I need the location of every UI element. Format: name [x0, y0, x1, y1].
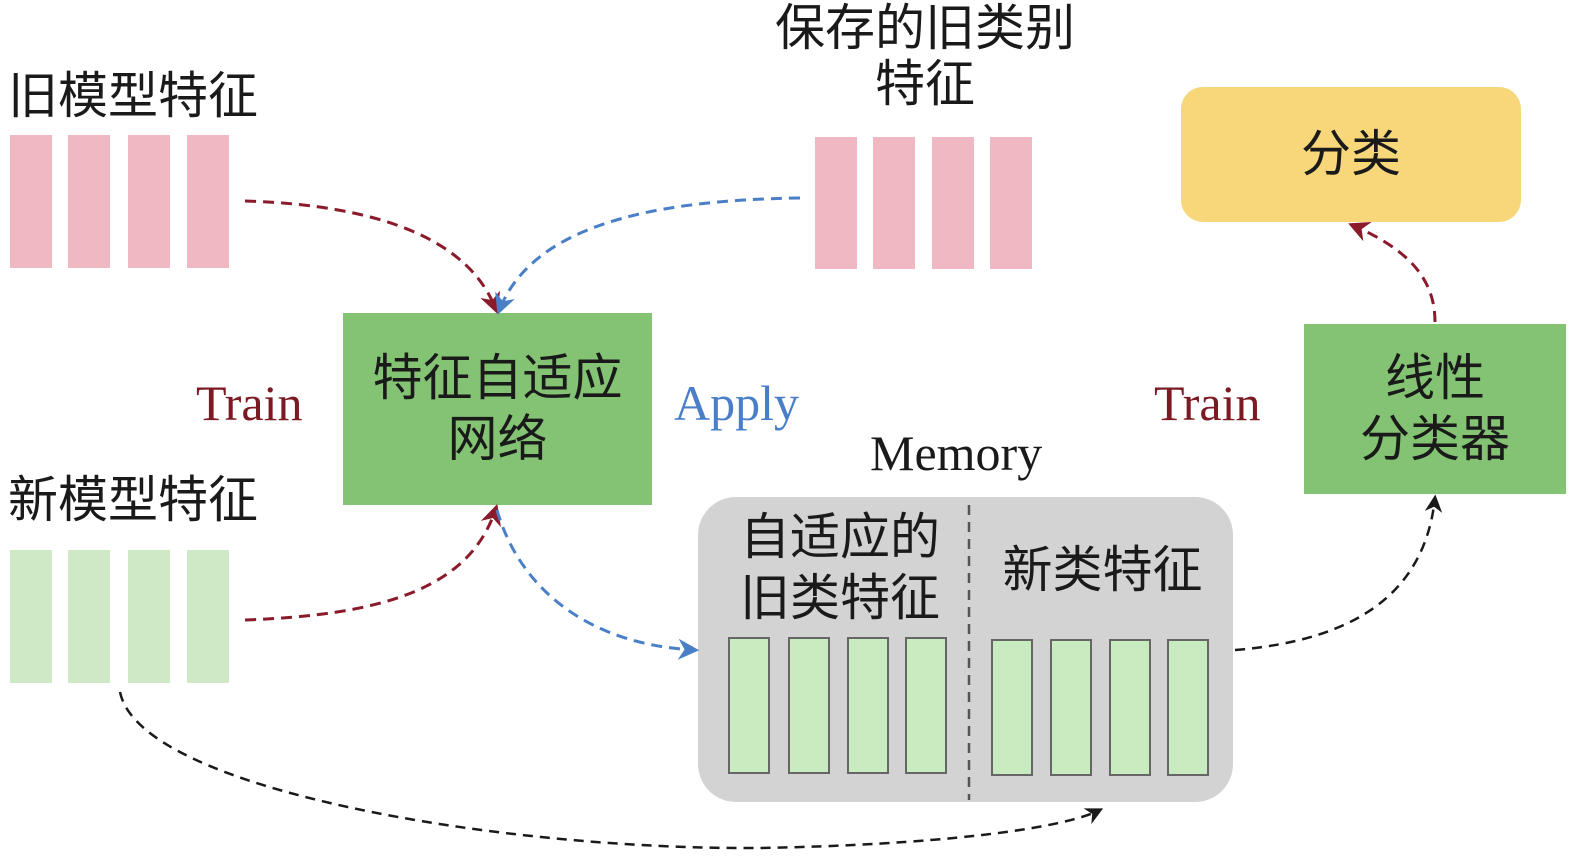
saved-old-class-features-line2: 特征 [875, 55, 975, 113]
old-model-feature-bars [10, 135, 229, 268]
memory-bar [788, 637, 830, 774]
new-feature-bar [10, 550, 52, 683]
memory-adapted-old-text: 自适应的 旧类特征 [720, 508, 960, 628]
old-feature-bar [10, 135, 52, 268]
saved-old-class-feature-bars [815, 137, 1032, 269]
new-feature-bar [68, 550, 110, 683]
old-feature-bar [187, 135, 229, 268]
arrow-old-features-to-network [244, 199, 500, 314]
memory-bar [1050, 639, 1092, 776]
train-right-label: Train [1154, 375, 1261, 431]
new-feature-bar [187, 550, 229, 683]
memory-bar [991, 639, 1033, 776]
saved-old-class-features-line1: 保存的旧类别 [775, 0, 1075, 57]
memory-panel [698, 497, 1233, 802]
classification-box [1181, 87, 1521, 222]
memory-adapted-old-bars [728, 637, 947, 774]
saved-feature-bar [873, 137, 915, 269]
new-model-features-label: 新模型特征 [8, 471, 258, 529]
arrow-classifier-to-classification [1348, 222, 1437, 323]
new-model-feature-bars [10, 550, 229, 683]
train-left-label: Train [196, 375, 303, 431]
feature-adaptation-network-box [343, 313, 652, 505]
memory-new-label: 新类特征 [1002, 540, 1203, 599]
memory-bar [728, 637, 770, 774]
linear-classifier-text: 线性 分类器 [1304, 324, 1566, 494]
arrow-memory-to-classifier [1234, 494, 1443, 652]
memory-bar [905, 637, 947, 774]
arrow-new-features-to-memory [118, 691, 1104, 850]
memory-bar [1109, 639, 1151, 776]
memory-label: Memory [870, 425, 1043, 481]
saved-feature-bar [990, 137, 1032, 269]
arrow-network-to-memory [495, 509, 700, 660]
feature-adaptation-network-line2: 网络 [447, 410, 548, 468]
feature-adaptation-network-text: 特征自适应 网络 [343, 313, 652, 505]
saved-old-class-features-label: 保存的旧类别 特征 [760, 0, 1090, 112]
old-feature-bar [128, 135, 170, 268]
arrow-new-features-to-network [244, 503, 501, 622]
memory-adapted-old-line2: 旧类特征 [740, 569, 940, 627]
memory-new-class-bars [991, 639, 1209, 776]
old-model-features-label: 旧模型特征 [8, 67, 258, 125]
apply-label: Apply [674, 375, 799, 431]
classification-text: 分类 [1181, 87, 1521, 222]
new-feature-bar [128, 550, 170, 683]
saved-feature-bar [932, 137, 974, 269]
classification-label: 分类 [1301, 125, 1401, 183]
memory-bar [847, 637, 889, 774]
saved-feature-bar [815, 137, 857, 269]
linear-classifier-line2: 分类器 [1360, 410, 1510, 468]
memory-adapted-old-line1: 自适应的 [740, 508, 940, 566]
linear-classifier-box [1304, 324, 1566, 494]
linear-classifier-line1: 线性 [1385, 349, 1485, 407]
old-feature-bar [68, 135, 110, 268]
feature-adaptation-network-line1: 特征自适应 [372, 349, 623, 407]
arrow-saved-features-to-network [495, 196, 801, 315]
memory-bar [1167, 639, 1209, 776]
memory-new-text: 新类特征 [980, 535, 1225, 605]
